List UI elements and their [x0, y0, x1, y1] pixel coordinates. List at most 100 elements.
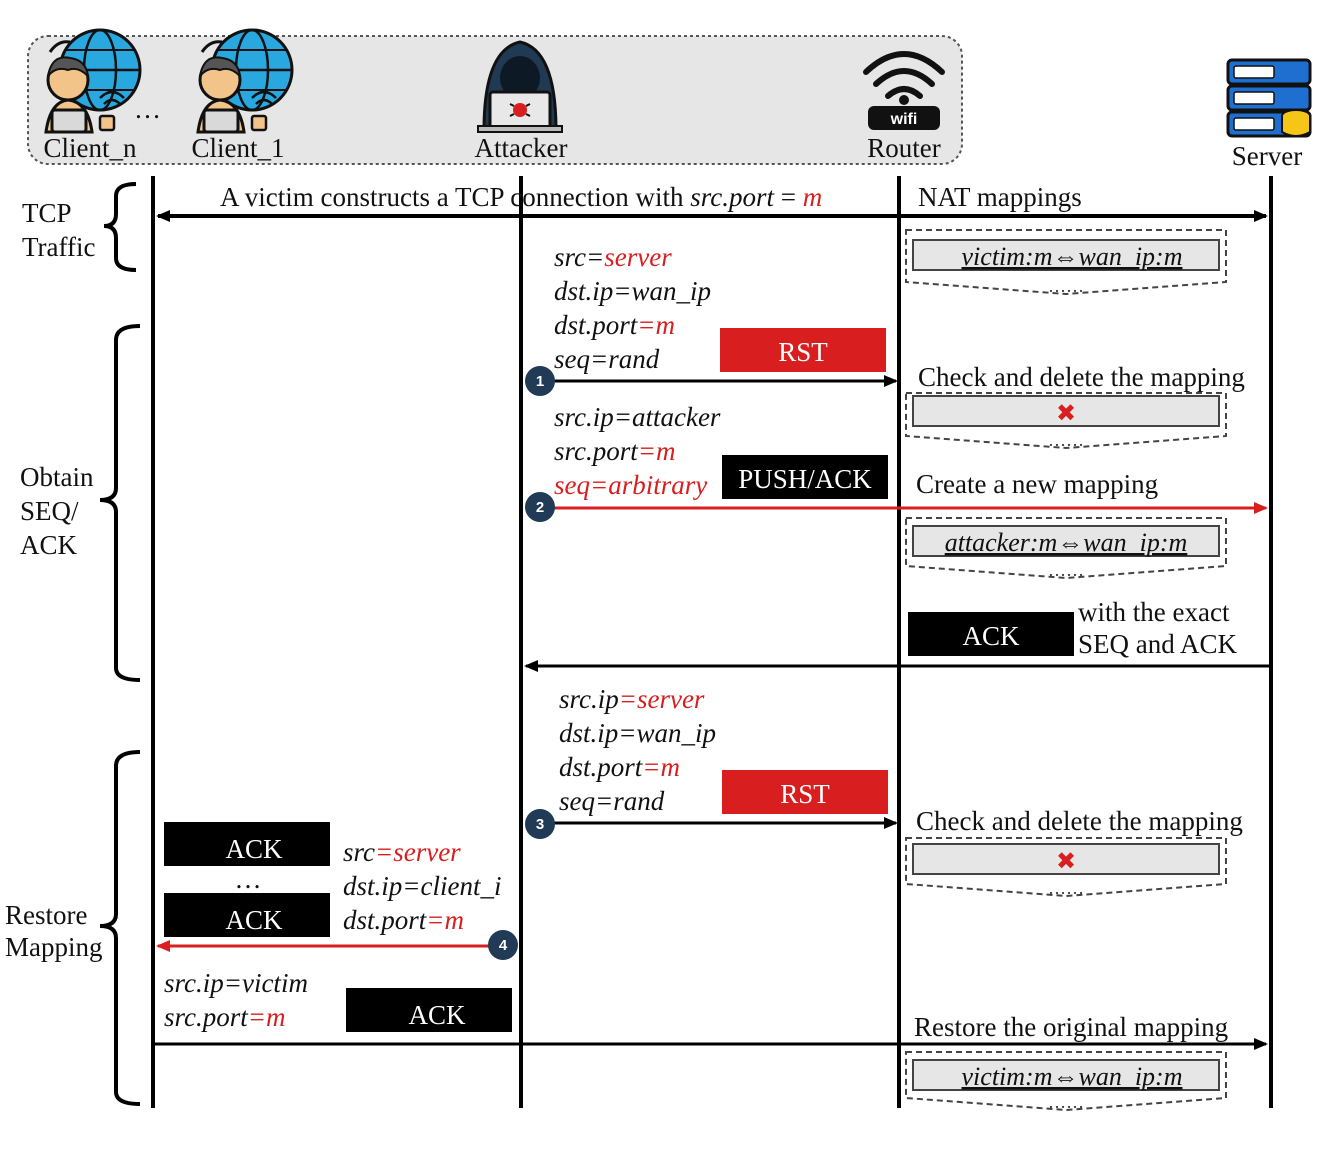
client-1-label: Client_1 [192, 133, 285, 163]
nat-table-deleted-2: ✖ …… [905, 837, 1227, 898]
step2-line-1-part-1: src.ip=attacker [554, 402, 721, 432]
router-note-create: Create a new mapping [916, 469, 1158, 499]
delete-mark-icon: ✖ [1056, 399, 1076, 427]
restore-phase-brace [99, 750, 141, 1106]
restore-label: src.ip=victim src.port=m [164, 968, 308, 1032]
router-note-delete-2: Check and delete the mapping [916, 806, 1243, 836]
step2-line-3-part-1: seq=arbitrary [554, 470, 707, 500]
obtain-phase-line-2: SEQ/ [20, 496, 79, 526]
step3-line-4-part-1: seq=rand [559, 786, 665, 816]
spoofed-ack-packet-2 [164, 893, 330, 937]
tcp-connection-text: A victim constructs a TCP connection wit… [220, 182, 690, 212]
step2-line-3: seq=arbitrary [554, 470, 707, 500]
step1-line-4: seq=rand [554, 344, 660, 374]
tcp-connection-label: A victim constructs a TCP connection wit… [220, 182, 822, 212]
step2-line-2-part-1: src.port [554, 436, 639, 466]
restore-line-1-part-1: src.ip=victim [164, 968, 308, 998]
step3-line-3-part-1: dst.port [559, 752, 644, 782]
step4-line-3-part-2: =m [426, 905, 464, 935]
tcp-connection-val: m [803, 182, 823, 212]
obtain-phase-line-1: Obtain [20, 462, 94, 492]
step2-line-2-part-2: =m [638, 436, 676, 466]
router-label: Router [867, 133, 941, 163]
spoofed-ack-ellipsis: … [235, 864, 262, 894]
push-ack-packet [722, 455, 888, 499]
step3-line-2-part-1: dst.ip=wan_ip [559, 718, 716, 748]
step1-label: src=serverdst.ip=wan_ipdst.port=mseq=ran… [554, 242, 711, 374]
step1-line-1-part-2: = [586, 242, 604, 272]
restore-line-1: src.ip=victim [164, 968, 308, 998]
step4-line-3-part-1: dst.port [343, 905, 428, 935]
svg-text:……: …… [1048, 430, 1084, 450]
victim-ack-packet [346, 988, 512, 1032]
clients-ellipsis: … [134, 94, 161, 124]
restore-line-2: src.port=m [164, 1002, 285, 1032]
spoofed-ack-packet-1-label: ACK [225, 834, 283, 864]
router-note-restore: Restore the original mapping [914, 1012, 1228, 1042]
step3-line-1-part-1: src.ip [559, 684, 619, 714]
client-1-icon [196, 28, 294, 134]
step2-line-1: src.ip=attacker [554, 402, 721, 432]
router-wifi-icon: wifi [863, 51, 945, 130]
attacker-label: Attacker [475, 133, 568, 163]
push-ack-packet-label: PUSH/ACK [738, 464, 872, 494]
rst-packet-1 [720, 328, 886, 372]
tcp-phase-brace [103, 182, 137, 272]
step3-badge [525, 809, 555, 839]
router-note-delete-1: Check and delete the mapping [918, 362, 1245, 392]
step1-line-3: dst.port=m [554, 310, 675, 340]
step3-number: 3 [536, 816, 544, 833]
restore-line-2-part-2: =m [248, 1002, 286, 1032]
step2-line-2: src.port=m [554, 436, 675, 466]
rst-packet-1-label: RST [778, 337, 828, 367]
step4-line-1-part-1: src [343, 837, 375, 867]
step1-line-4-part-1: seq=rand [554, 344, 660, 374]
step4-number: 4 [499, 937, 508, 954]
svg-text:……: …… [1048, 560, 1084, 580]
step4-label: src=server dst.ip=client_i dst.port=m [343, 837, 501, 935]
restore-phase-line-1: Restore [5, 900, 87, 930]
step1-line-2-part-1: dst.ip=wan_ip [554, 276, 711, 306]
nat-table-deleted-1: ✖ …… [905, 392, 1227, 450]
server-label: Server [1232, 141, 1302, 171]
spoofed-ack-packet-1 [164, 822, 330, 866]
attacker-icon [477, 40, 563, 133]
step3-line-4: seq=rand [559, 786, 665, 816]
server-ack-note-2: SEQ and ACK [1078, 629, 1238, 659]
step1-line-3-part-2: =m [637, 310, 675, 340]
server-ack-packet-label: ACK [962, 621, 1020, 651]
client-n-label: Client_n [44, 133, 137, 163]
client-n-icon [44, 28, 142, 134]
rst-packet-2-label: RST [780, 779, 830, 809]
restore-phase-line-2: Mapping [5, 932, 103, 962]
svg-text:……: …… [1048, 878, 1084, 898]
step2-label: src.ip=attacker src.port=m seq=arbitrary [554, 402, 721, 500]
nat-entry-victim-restored: victim:m⇔wan_ip:m [962, 1062, 1183, 1091]
nat-entry-victim: victim:m⇔wan_ip:m [962, 242, 1183, 271]
step2-number: 2 [536, 499, 544, 516]
svg-text:……: …… [1048, 1092, 1084, 1112]
server-icon [1226, 58, 1312, 138]
step3-line-1-part-2: =server [619, 684, 705, 714]
nat-table-restored: victim:m⇔wan_ip:m …… [905, 1051, 1227, 1112]
step1-line-1-part-3: server [604, 242, 672, 272]
step4-line-1-part-2: =server [375, 837, 461, 867]
svg-text:……: …… [1048, 276, 1084, 296]
step1-badge [525, 366, 555, 396]
tcp-phase-line-1: TCP [22, 198, 72, 228]
server-ack-packet [908, 612, 1074, 656]
step3-line-3: dst.port=m [559, 752, 680, 782]
spoofed-ack-packet-2-label: ACK [225, 905, 283, 935]
step2-badge [525, 492, 555, 522]
nat-table-attacker: attacker:m⇔wan_ip:m …… [905, 517, 1227, 580]
obtain-phase-line-3: ACK [20, 530, 78, 560]
step4-line-2: dst.ip=client_i [343, 871, 501, 901]
step3-label: src.ip=server dst.ip=wan_ip dst.port=m seq=… [559, 684, 716, 816]
server-ack-note-1: with the exact [1078, 597, 1230, 627]
step4-line-1: src=server [343, 837, 461, 867]
restore-line-2-part-1: src.port [164, 1002, 249, 1032]
step3-line-2: dst.ip=wan_ip [559, 718, 716, 748]
step4-badge [488, 930, 518, 960]
tcp-connection-eq: = [774, 182, 803, 212]
